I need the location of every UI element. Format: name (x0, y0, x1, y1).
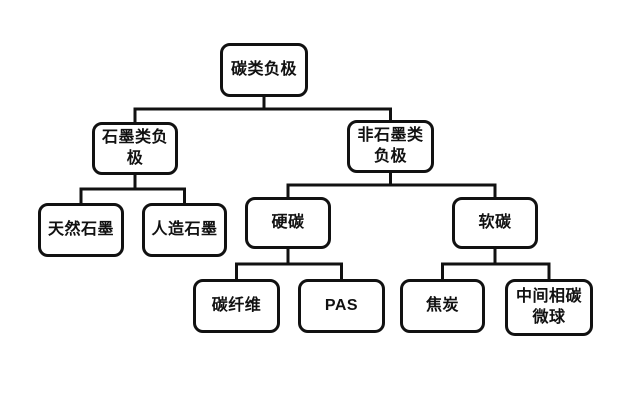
node-coke: 焦炭 (400, 279, 485, 333)
node-hard-carbon: 硬碳 (245, 197, 331, 249)
node-label-carbon-fiber: 碳纤维 (211, 296, 262, 314)
node-label-pas: PAS (324, 296, 359, 314)
node-label-mcmb: 中间相碳 微球 (515, 287, 582, 326)
node-label-non-graphite-anode: 非石墨类 负极 (357, 126, 424, 165)
node-graphite-anode: 石墨类负 极 (92, 122, 178, 175)
node-artificial-graphite: 人造石墨 (142, 203, 227, 257)
node-pas: PAS (298, 279, 385, 333)
node-carbon-fiber: 碳纤维 (193, 279, 280, 333)
node-label-natural-graphite: 天然石墨 (47, 220, 114, 238)
node-soft-carbon: 软碳 (452, 197, 538, 249)
node-label-artificial-graphite: 人造石墨 (151, 220, 218, 238)
node-label-carbon-anode: 碳类负极 (230, 60, 297, 78)
node-carbon-anode: 碳类负极 (220, 43, 308, 97)
node-label-soft-carbon: 软碳 (478, 213, 512, 231)
node-natural-graphite: 天然石墨 (38, 203, 124, 257)
node-mcmb: 中间相碳 微球 (505, 279, 593, 336)
node-label-coke: 焦炭 (425, 296, 459, 314)
node-non-graphite-anode: 非石墨类 负极 (347, 120, 434, 173)
node-label-graphite-anode: 石墨类负 极 (101, 128, 168, 167)
node-label-hard-carbon: 硬碳 (271, 213, 305, 231)
